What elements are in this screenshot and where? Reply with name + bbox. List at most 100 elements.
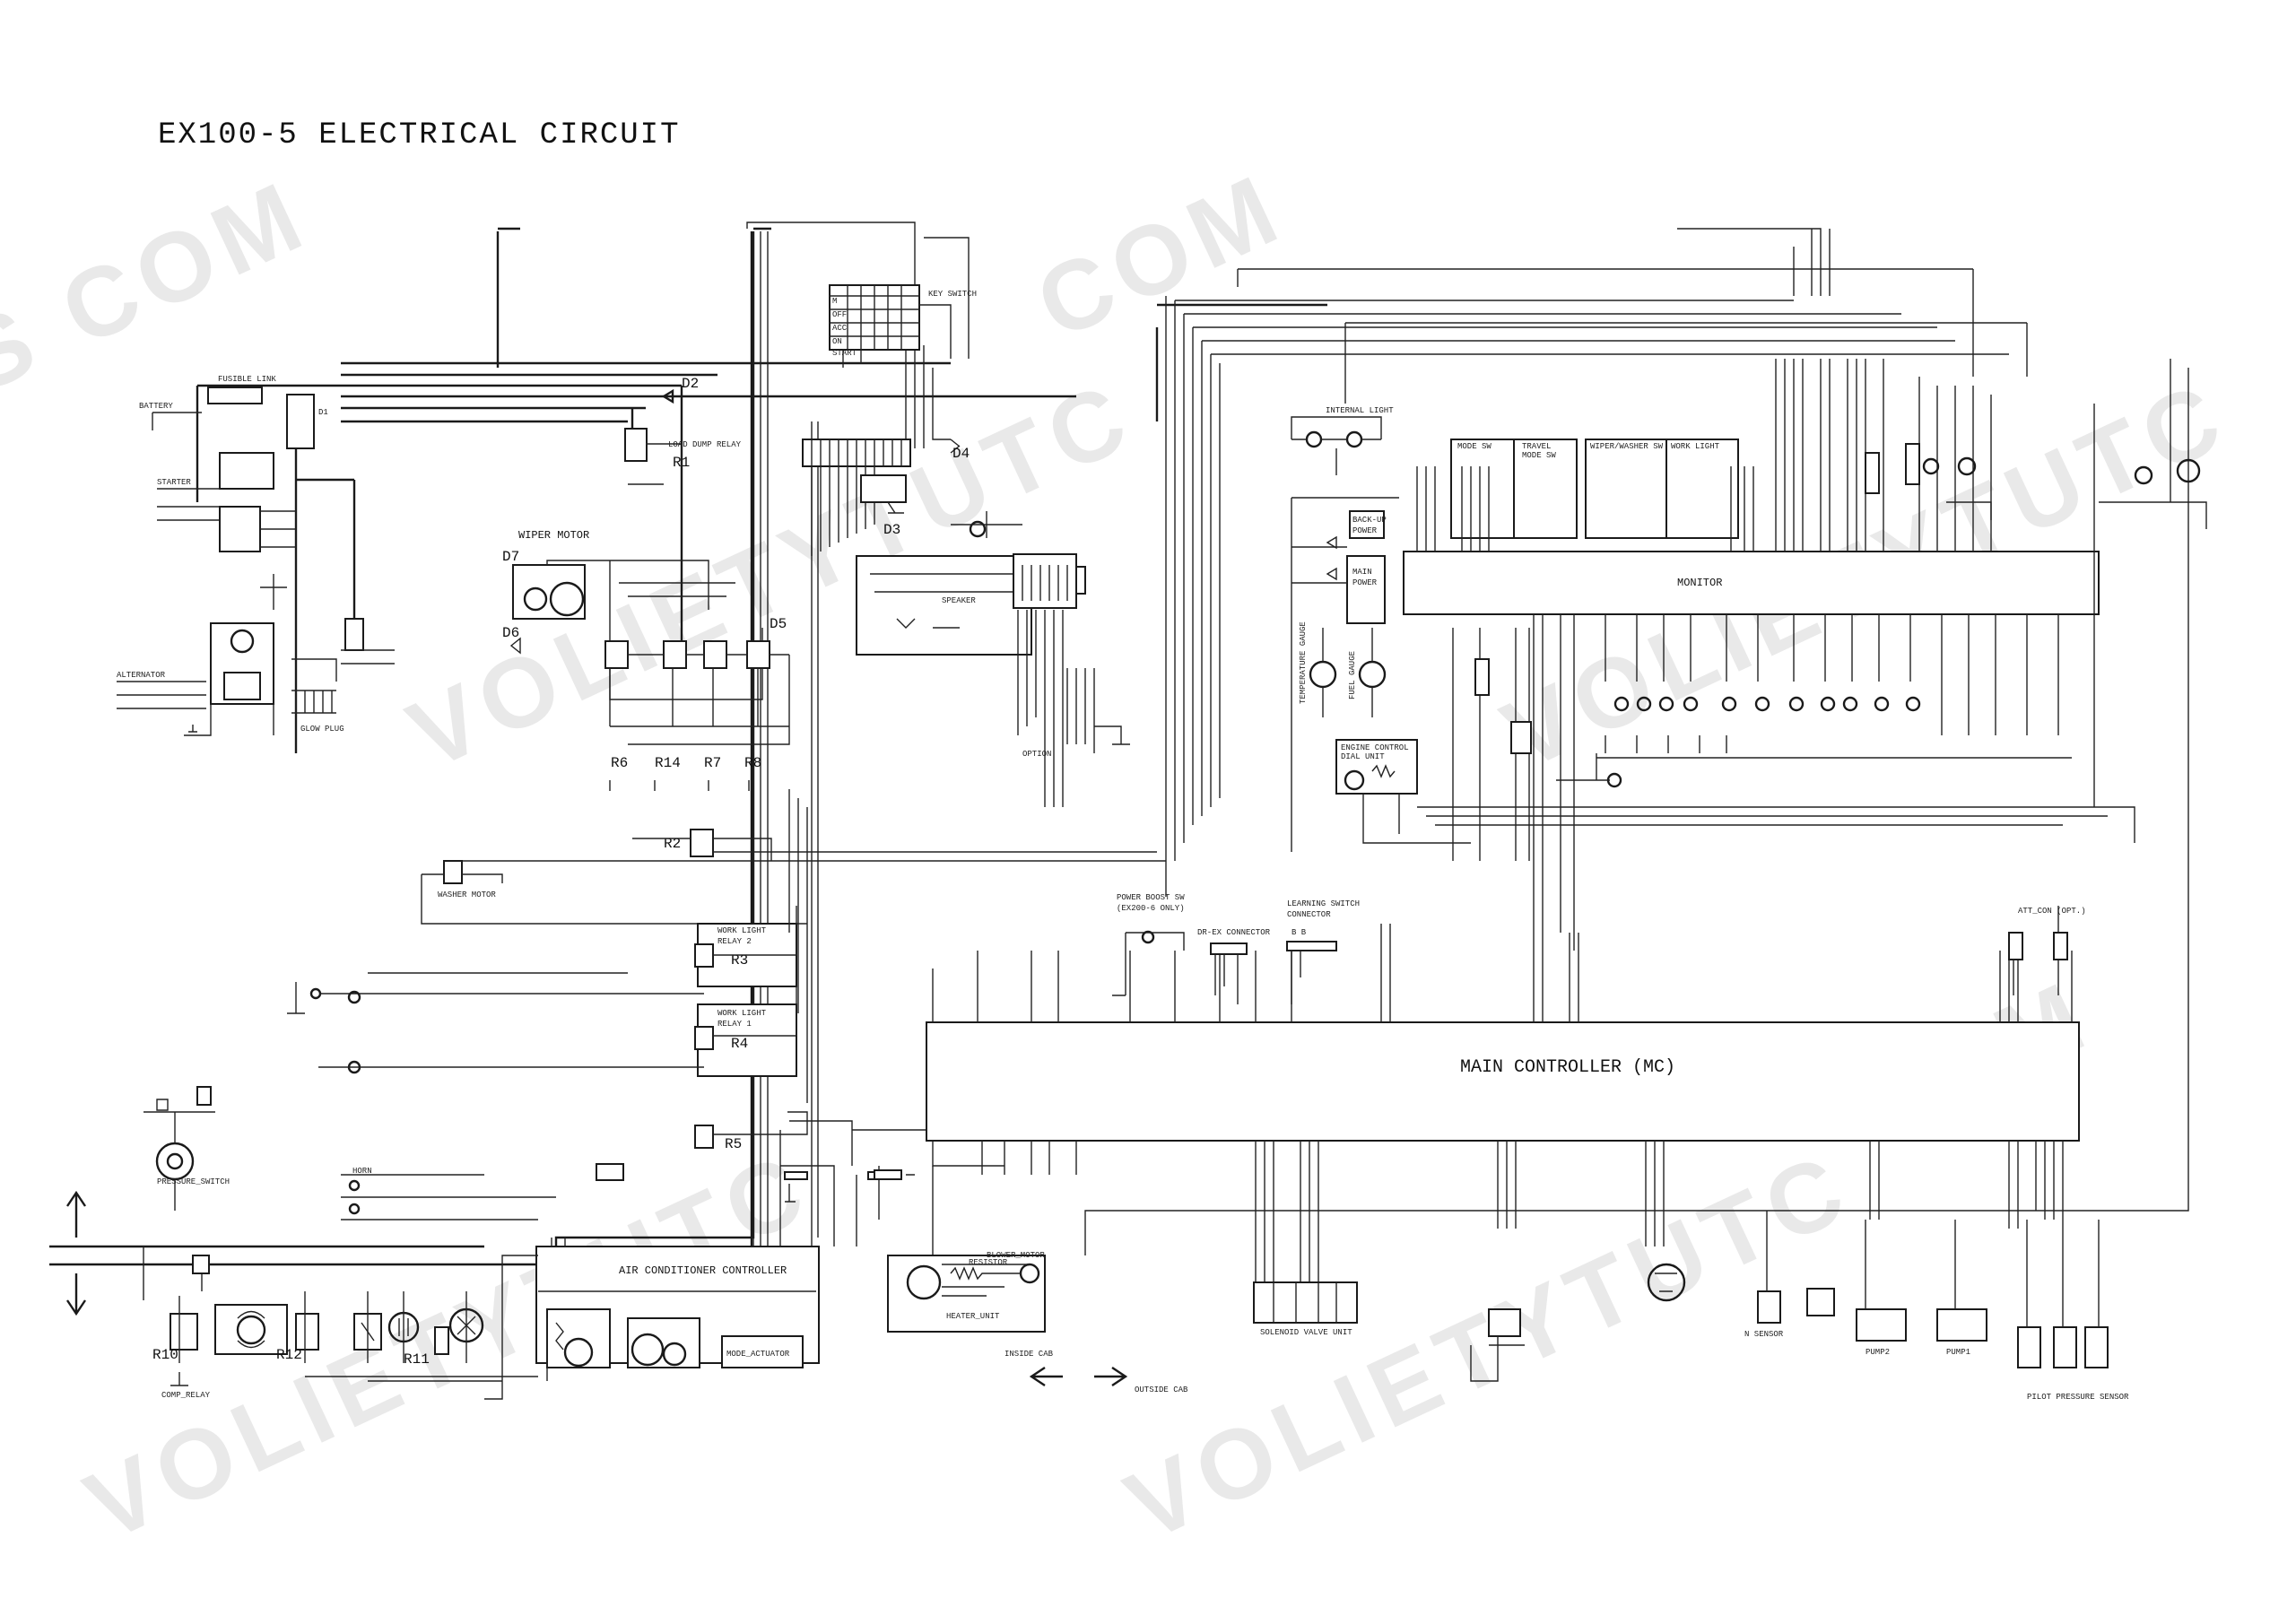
internal-light: INTERNAL LIGHT — [1291, 406, 1394, 475]
svg-text:ACC: ACC — [832, 324, 848, 333]
air-conditioner-controller: AIR CONDITIONER CONTROLLER MODE_ACTUATOR — [484, 1238, 820, 1400]
svg-text:D2: D2 — [682, 376, 699, 392]
battery-starter-section: FUSIBLE LINK D1 BATTERY STARTER ALTERNAT… — [117, 375, 395, 736]
watermark: S COM — [0, 159, 325, 414]
direction-arrows — [66, 1190, 86, 1316]
wiper-motor: WIPER MOTOR D7 D6 D5 — [502, 529, 790, 745]
center-harness — [779, 1120, 1004, 1264]
svg-text:MODE SW: MODE SW — [1522, 451, 1556, 460]
power-bus-wires — [294, 222, 2009, 1273]
option-label: OPTION — [1022, 750, 1051, 759]
work-light-relays: WORK LIGHT RELAY 2 R3 WORK LIGHT RELAY 1… — [694, 789, 808, 1152]
fuel-gauge-label: FUEL GAUGE — [1348, 651, 1357, 699]
option-block: OPTION — [1022, 668, 1130, 759]
battery-label: BATTERY — [139, 402, 173, 411]
horn-speaker-section: SPEAKER — [856, 511, 1086, 807]
svg-text:LEARNING SWITCH: LEARNING SWITCH — [1287, 899, 1360, 908]
svg-text:R5: R5 — [725, 1136, 742, 1152]
speaker-label: SPEAKER — [942, 596, 976, 605]
monitor-indicator-lamps — [1613, 696, 1921, 712]
svg-text:RELAY 1: RELAY 1 — [718, 1020, 752, 1029]
watermark: COM — [1021, 152, 1300, 360]
svg-text:D1: D1 — [318, 408, 328, 417]
washer-motor-label: WASHER MOTOR — [438, 890, 496, 899]
svg-text:B B: B B — [1292, 928, 1307, 937]
svg-text:ON: ON — [832, 337, 842, 346]
svg-text:MAIN: MAIN — [1352, 568, 1372, 577]
monitor-relays — [1452, 628, 1622, 861]
svg-text:TRAVEL: TRAVEL — [1522, 442, 1551, 451]
fuse-connector-block: D4 D3 — [802, 368, 970, 556]
monitor-block: MONITOR MODE SW TRAVEL MODE SW WIPER/WAS… — [1403, 359, 2100, 951]
svg-text:WORK LIGHT: WORK LIGHT — [718, 926, 767, 935]
dr-ex-connector: DR-EX CONNECTOR — [1197, 928, 1271, 1004]
work-light-sw-label: WORK LIGHT — [1671, 442, 1720, 451]
starter-label: STARTER — [157, 478, 191, 487]
watermark-layer: S COM COM VOLIETYTUTC VOLIETYTUTC COM VO… — [0, 152, 2244, 1562]
key-switch: M OFF ACC ON START KEY SWITCH — [829, 284, 977, 368]
svg-text:POWER: POWER — [1352, 578, 1378, 587]
heater-unit: RESISTOR BLOWER_MOTOR HEATER_UNIT — [887, 1251, 1046, 1333]
learning-switch: LEARNING SWITCH CONNECTOR B B — [1286, 899, 1360, 1004]
svg-text:R2: R2 — [664, 836, 681, 852]
key-switch-label: KEY SWITCH — [928, 290, 977, 299]
heater-unit-label: HEATER_UNIT — [946, 1312, 1000, 1321]
wiper-washer-label: WIPER/WASHER SW — [1590, 442, 1664, 451]
bottom-sensors: N SENSOR PUMP2 PUMP1 PILOT PRESSURE SENS… — [1470, 1211, 2129, 1402]
gauges: TEMPERATURE GAUGE FUEL GAUGE MAIN POWER … — [1291, 497, 1399, 852]
svg-text:R11: R11 — [404, 1351, 430, 1368]
relay-r1: R1 LOAD DUMP RELAY — [624, 408, 742, 485]
svg-text:POWER: POWER — [1352, 526, 1378, 535]
svg-text:ENGINE CONTROL: ENGINE CONTROL — [1341, 743, 1409, 752]
svg-text:(EX200-6 ONLY): (EX200-6 ONLY) — [1117, 904, 1185, 913]
page-title: EX100-5 ELECTRICAL CIRCUIT — [158, 118, 681, 152]
work-lights — [287, 972, 704, 1074]
outside-cab-label: OUTSIDE CAB — [1135, 1385, 1188, 1394]
main-controller-label: MAIN CONTROLLER (MC) — [1460, 1057, 1675, 1078]
n-sensor-label: N SENSOR — [1744, 1330, 1784, 1339]
svg-text:R10: R10 — [152, 1347, 178, 1363]
washer-motor: WASHER MOTOR — [421, 860, 807, 925]
svg-text:R7: R7 — [704, 755, 721, 771]
svg-text:R3: R3 — [731, 952, 748, 969]
power-boost-switch: POWER BOOST SW (EX200-6 ONLY) — [1112, 893, 1185, 996]
engine-control-dial: ENGINE CONTROL DIAL UNIT — [1335, 739, 1471, 844]
comp-relay-label: COMP_RELAY — [161, 1391, 211, 1400]
diode-d2: D2 — [661, 376, 699, 404]
fusible-link-label: FUSIBLE LINK — [218, 375, 276, 384]
svg-text:D6: D6 — [502, 625, 519, 641]
cab-arrows: INSIDE CAB OUTSIDE CAB — [1004, 1350, 1188, 1394]
watermark: VOLIETYTUTC — [1110, 1131, 1867, 1562]
monitor-label: MONITOR — [1677, 577, 1722, 589]
svg-text:D7: D7 — [502, 549, 519, 565]
main-controller: MAIN CONTROLLER (MC) — [926, 924, 2080, 1282]
svg-text:OFF: OFF — [832, 310, 847, 319]
solenoid-valve-label: SOLENOID VALVE UNIT — [1260, 1328, 1352, 1337]
svg-text:R14: R14 — [655, 755, 681, 771]
svg-text:DIAL UNIT: DIAL UNIT — [1341, 752, 1385, 761]
pump2-label: PUMP2 — [1866, 1348, 1890, 1357]
svg-text:DR-EX CONNECTOR: DR-EX CONNECTOR — [1197, 928, 1271, 937]
mode-sw-label: MODE SW — [1457, 442, 1492, 451]
svg-text:BACK-UP: BACK-UP — [1352, 516, 1387, 525]
air-conditioner-label: AIR CONDITIONER CONTROLLER — [619, 1264, 787, 1277]
svg-text:R12: R12 — [276, 1347, 302, 1363]
horn-switches: HORN — [341, 1163, 624, 1220]
alternator-label: ALTERNATOR — [117, 671, 166, 680]
mode-actuator-label: MODE_ACTUATOR — [726, 1350, 790, 1359]
inside-cab-label: INSIDE CAB — [1004, 1350, 1054, 1359]
wiper-relays: R6 R14 R7 R8 — [609, 755, 761, 791]
svg-text:LOAD DUMP RELAY: LOAD DUMP RELAY — [668, 440, 742, 449]
resistor-label: RESISTOR — [969, 1258, 1008, 1267]
pump1-label: PUMP1 — [1946, 1348, 1970, 1357]
blower-motor-label: BLOWER_MOTOR — [987, 1251, 1045, 1260]
svg-text:D5: D5 — [770, 616, 787, 632]
svg-text:R6: R6 — [611, 755, 628, 771]
right-return-wires — [1084, 268, 2207, 1255]
pressure-switch: PRESSURE_SWITCH — [144, 1086, 230, 1211]
wiper-motor-label: WIPER MOTOR — [518, 529, 589, 542]
pressure-switch-label: PRESSURE_SWITCH — [157, 1177, 230, 1186]
pilot-pressure-label: PILOT PRESSURE SENSOR — [2027, 1393, 2129, 1402]
svg-text:D4: D4 — [952, 446, 970, 462]
svg-text:RELAY 2: RELAY 2 — [718, 937, 752, 946]
